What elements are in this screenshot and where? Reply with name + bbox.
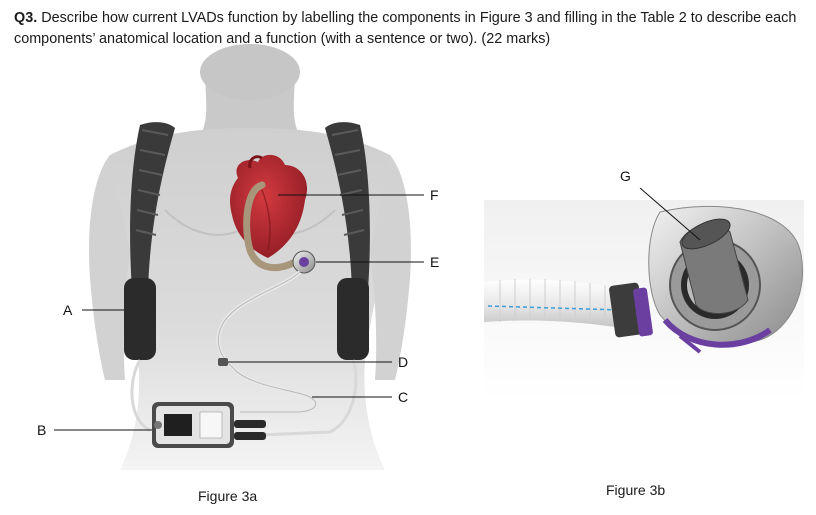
system-controller (152, 402, 266, 448)
harness-straps (130, 122, 370, 290)
label-d: D (398, 354, 408, 370)
label-b: B (37, 422, 46, 438)
left-battery (124, 278, 156, 360)
figure-3b-illustration (484, 187, 804, 400)
leader-lines-3a (54, 194, 424, 431)
label-c: C (398, 389, 408, 405)
right-battery (337, 278, 369, 360)
question-number: Q3. (14, 10, 38, 26)
question-body: Describe how current LVADs function by l… (14, 10, 797, 47)
outflow-graft (243, 181, 299, 272)
label-f: F (430, 187, 439, 203)
caption-figure-3a: Figure 3a (198, 488, 258, 504)
lvad-pump (292, 250, 316, 274)
label-a: A (63, 302, 73, 318)
driveline-connector (218, 358, 228, 366)
label-g: G (620, 168, 631, 184)
label-e: E (430, 254, 439, 270)
question-text: Q3. Describe how current LVADs function … (14, 8, 804, 50)
caption-figure-3b: Figure 3b (606, 482, 666, 498)
